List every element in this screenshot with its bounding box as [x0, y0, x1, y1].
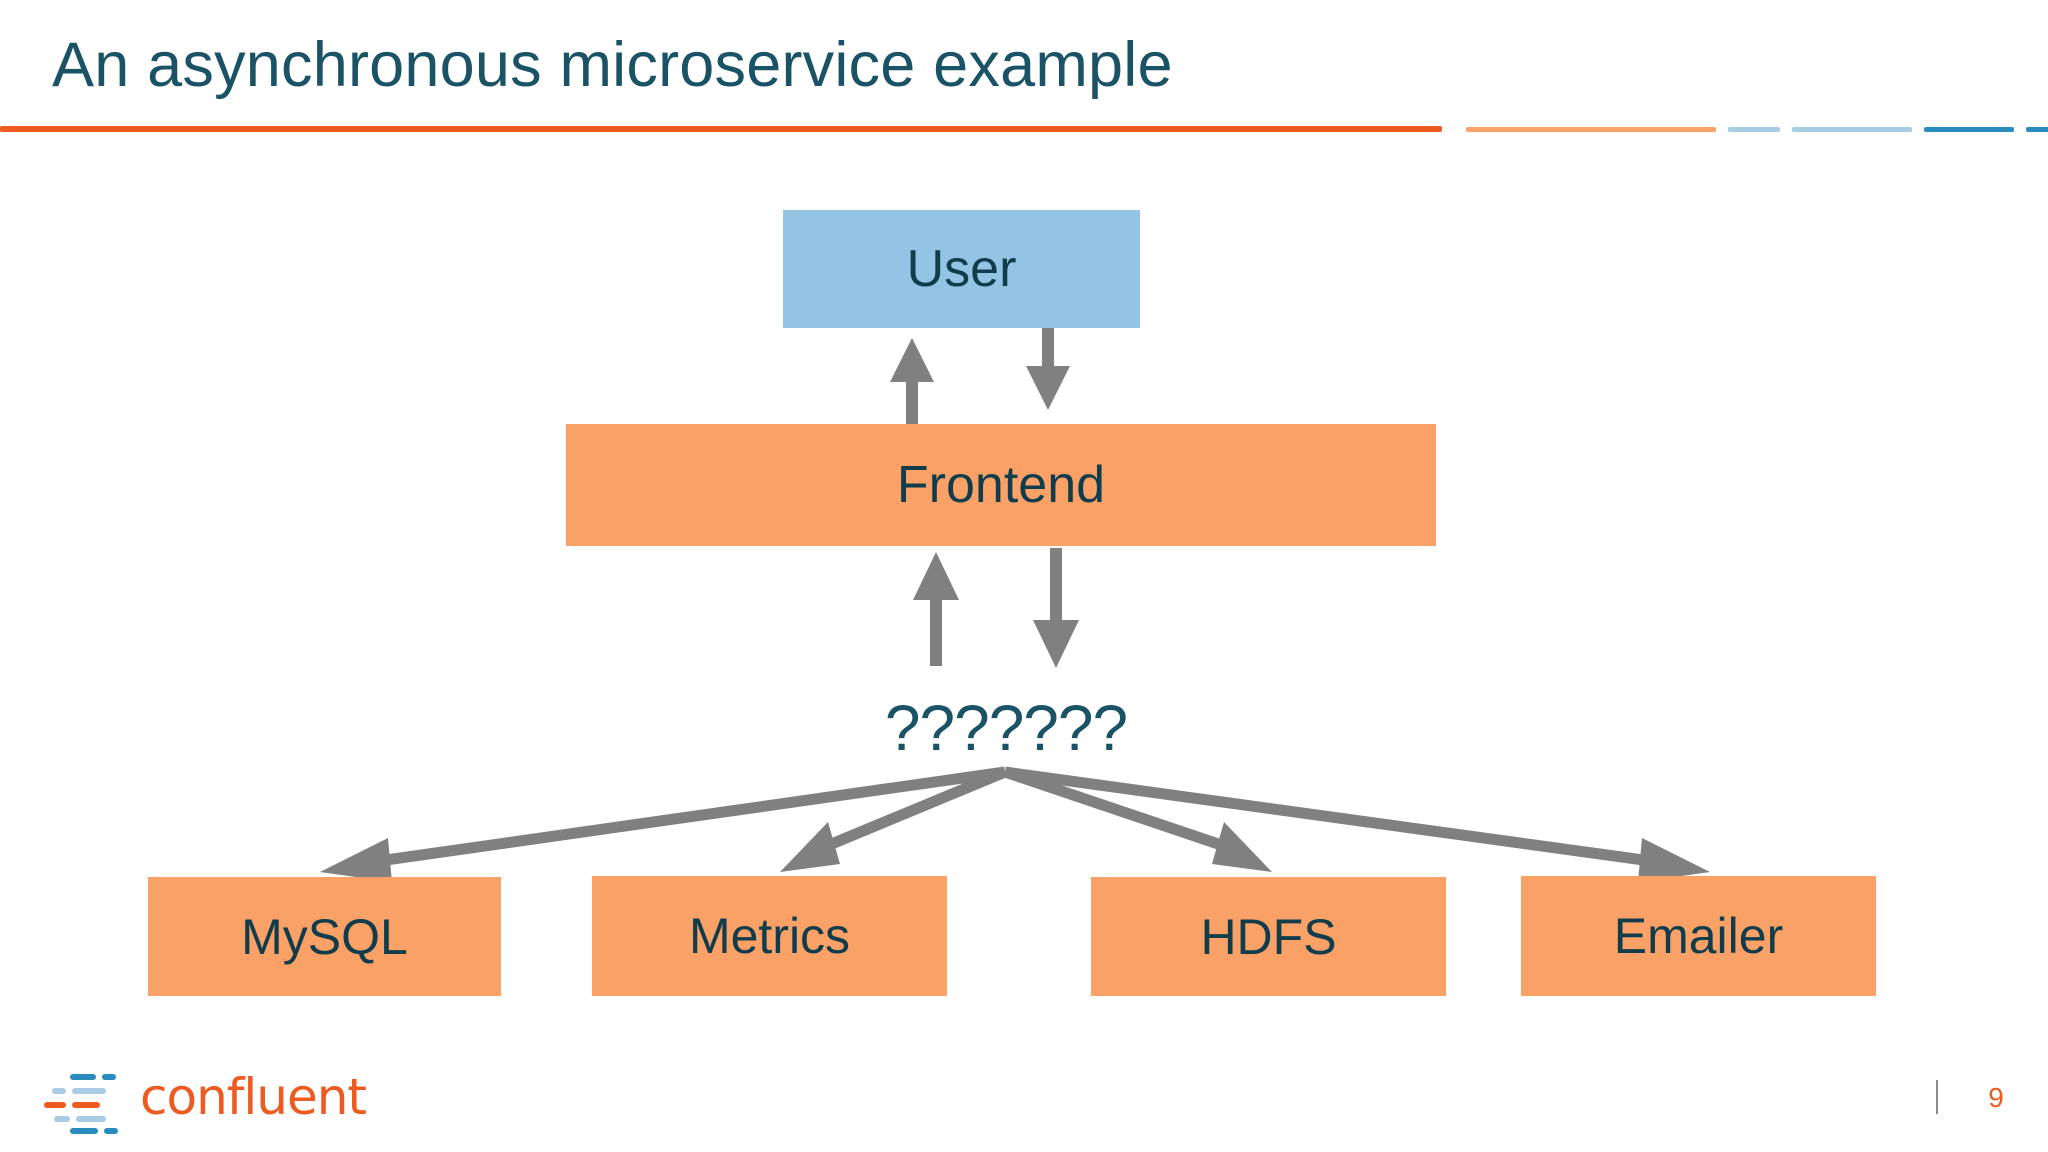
arrow-user-to-frontend — [1026, 328, 1070, 410]
node-hdfs[interactable]: HDFS — [1091, 877, 1446, 996]
node-user[interactable]: User — [783, 210, 1140, 328]
arrow-unknown-to-frontend — [913, 552, 959, 666]
arrow-unknown-to-hdfs — [1003, 766, 1272, 872]
logo-dash-r2b — [72, 1088, 106, 1094]
title-decor-segment-orange — [1466, 127, 1716, 132]
confluent-logo-mark — [44, 1072, 132, 1134]
title-decor-segment-lightblue-long — [1792, 127, 1912, 132]
logo-dash-r5b — [104, 1128, 118, 1134]
confluent-logo-text: confluent — [140, 1068, 367, 1126]
node-emailer[interactable]: Emailer — [1521, 876, 1876, 996]
title-decor-segment-blue-short — [2026, 127, 2048, 132]
page-number: 9 — [1988, 1082, 2004, 1113]
confluent-logo: confluent — [44, 1068, 367, 1134]
node-mysql[interactable]: MySQL — [148, 877, 501, 996]
arrow-frontend-to-user — [890, 338, 934, 424]
arrow-unknown-to-metrics — [780, 766, 1008, 872]
node-unknown[interactable]: ??????? — [884, 692, 1128, 764]
title-decor-segment-blue-long — [1924, 127, 2014, 132]
arrow-frontend-to-unknown — [1033, 548, 1079, 668]
node-metrics[interactable]: Metrics — [592, 876, 947, 996]
logo-dash-r4b — [76, 1116, 106, 1122]
logo-dash-r4a — [54, 1116, 70, 1122]
title-decor-segment-lightblue-short — [1728, 127, 1780, 132]
logo-dash-r5a — [70, 1128, 98, 1134]
footer-divider — [1936, 1080, 1938, 1114]
logo-dash-r3b — [72, 1102, 100, 1108]
arrow-unknown-to-emailer — [1004, 766, 1710, 882]
title-underline — [0, 126, 1442, 132]
page-title: An asynchronous microservice example — [52, 30, 1173, 100]
node-frontend[interactable]: Frontend — [566, 424, 1436, 546]
logo-dash-r1a — [70, 1074, 96, 1080]
logo-dash-r2a — [52, 1088, 66, 1094]
logo-dash-r1b — [102, 1074, 116, 1080]
arrow-unknown-to-mysql — [320, 766, 1006, 882]
logo-dash-r3a — [44, 1102, 66, 1108]
